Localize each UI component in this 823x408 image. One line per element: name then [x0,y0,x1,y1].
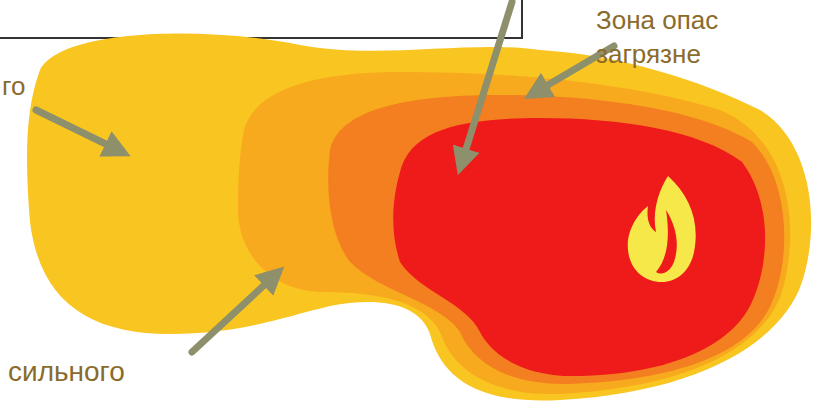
zone-label: сильного [8,354,228,390]
header-box [0,0,522,38]
leader-arrow [192,276,274,352]
strong-zone [238,72,790,394]
extreme-zone [393,118,765,376]
leader-arrow [462,2,512,162]
outer-zone [27,34,811,401]
leader-arrow [36,110,118,150]
danger-zone [328,95,784,384]
zone-label: го [2,70,82,104]
fire-icon [628,176,696,282]
zone-label: Зона опас загрязне [596,4,819,72]
